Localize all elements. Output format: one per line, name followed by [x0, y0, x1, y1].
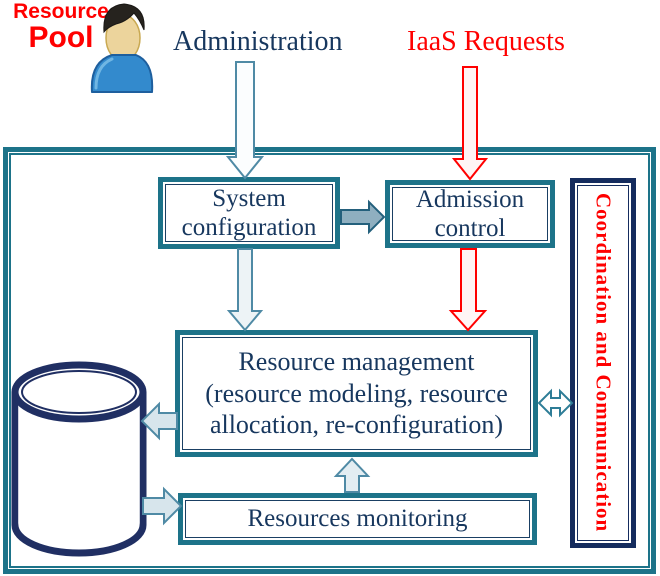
admission-control-label: Admission control — [415, 185, 525, 243]
coordination-communication-box: Coordination and Communication — [570, 178, 636, 548]
coordination-communication-label: Coordination and Communication — [591, 193, 616, 533]
resources-monitoring-label: Resources monitoring — [247, 505, 468, 533]
resource-management-box: Resource management (resource modeling, … — [175, 330, 538, 457]
resource-pool-label: Resource Pool — [13, 0, 109, 55]
administration-label: Administration — [173, 26, 343, 57]
admission-control-box: Admission control — [385, 180, 555, 248]
system-configuration-label: System configuration — [181, 184, 317, 242]
user-icon — [90, 3, 154, 93]
resource-management-label: Resource management (resource modeling, … — [205, 346, 508, 440]
iaas-requests-label: IaaS Requests — [407, 26, 565, 57]
system-boundary-inner-line — [9, 153, 650, 568]
resources-monitoring-box: Resources monitoring — [178, 493, 537, 545]
system-configuration-box: System configuration — [158, 177, 340, 249]
